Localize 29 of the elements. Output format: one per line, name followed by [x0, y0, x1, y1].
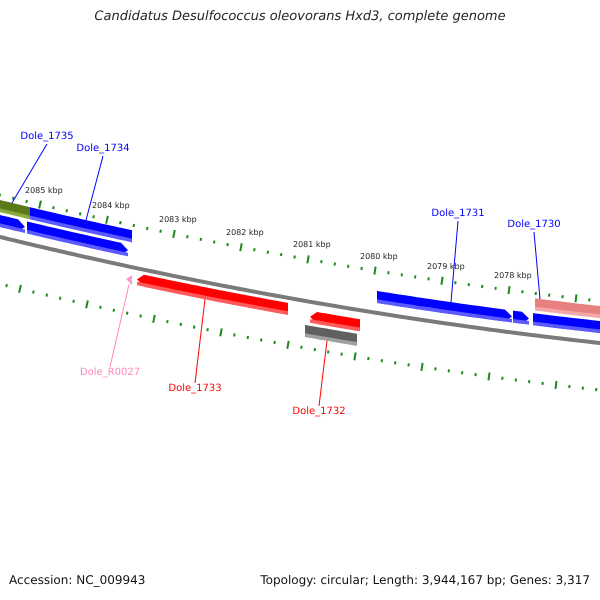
gene-block	[305, 324, 357, 346]
gene-label: Dole_1730	[507, 219, 561, 230]
leader-line	[534, 232, 540, 300]
leader-line	[86, 156, 104, 221]
gene-block	[137, 274, 288, 315]
leader-line	[318, 340, 328, 406]
scale-label: 2078 kbp	[494, 271, 532, 280]
gene-label: Dole_1735	[20, 131, 74, 142]
scale-label: 2082 kbp	[226, 228, 264, 238]
footer-text: Topology: circular; Length: 3,944,167 bp; Genes: 3,317	[260, 573, 590, 587]
gene-label: Dole_1733	[168, 383, 222, 394]
gene-block	[377, 290, 512, 322]
scale-label: 2080 kbp	[360, 252, 398, 261]
scale-label: 2084 kbp	[92, 200, 130, 210]
gene-block	[0, 199, 30, 220]
leader-line	[194, 298, 206, 384]
gene-label: Dole_1732	[292, 406, 346, 417]
leader-line	[110, 284, 130, 368]
footer-text: Accession: NC_009943	[9, 573, 146, 587]
gene-block	[535, 298, 600, 318]
chart-title: Candidatus Desulfococcus oleovorans Hxd3, complete genome	[94, 9, 506, 24]
gene-block	[126, 275, 132, 286]
gene-label: Dole_1734	[76, 143, 130, 154]
scale-label: 2081 kbp	[293, 240, 331, 250]
scale-label: 2083 kbp	[159, 214, 197, 224]
scale-label: 2085 kbp	[25, 186, 63, 195]
gene-label: Dole_R0027	[80, 367, 140, 378]
leader-line	[12, 144, 48, 204]
gene-label: Dole_1731	[431, 208, 485, 219]
